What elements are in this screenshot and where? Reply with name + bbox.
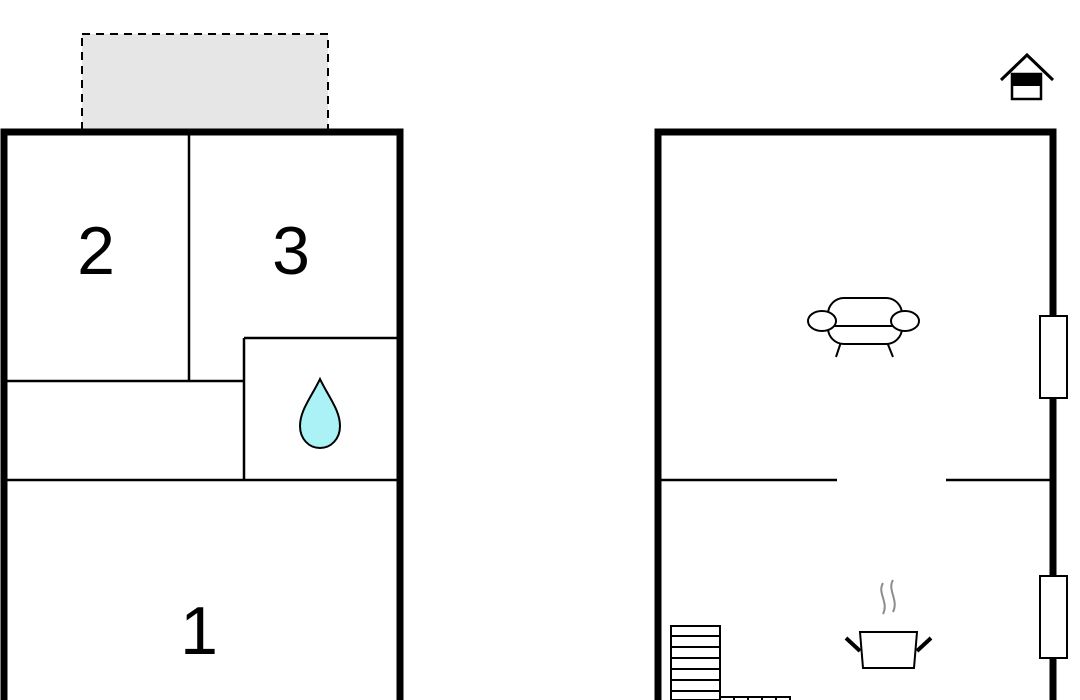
left-outer-walls [0, 128, 404, 700]
sofa-icon [807, 297, 920, 358]
room-1-label: 1 [180, 593, 218, 669]
window-lower [1039, 575, 1068, 659]
right-floor-plan [654, 128, 1068, 700]
window-upper [1039, 315, 1068, 399]
right-outer-walls [654, 128, 1057, 700]
terrace-dashed-area [81, 33, 329, 131]
house-floor-icon [999, 52, 1055, 101]
cooking-pot-icon [844, 579, 933, 669]
room-2-label: 2 [77, 213, 115, 289]
room-3-label: 3 [272, 213, 310, 289]
left-floor-plan: 2 3 1 [0, 33, 404, 700]
left-interior-walls [6, 134, 398, 482]
staircase [670, 625, 791, 700]
water-drop-icon [298, 376, 342, 450]
